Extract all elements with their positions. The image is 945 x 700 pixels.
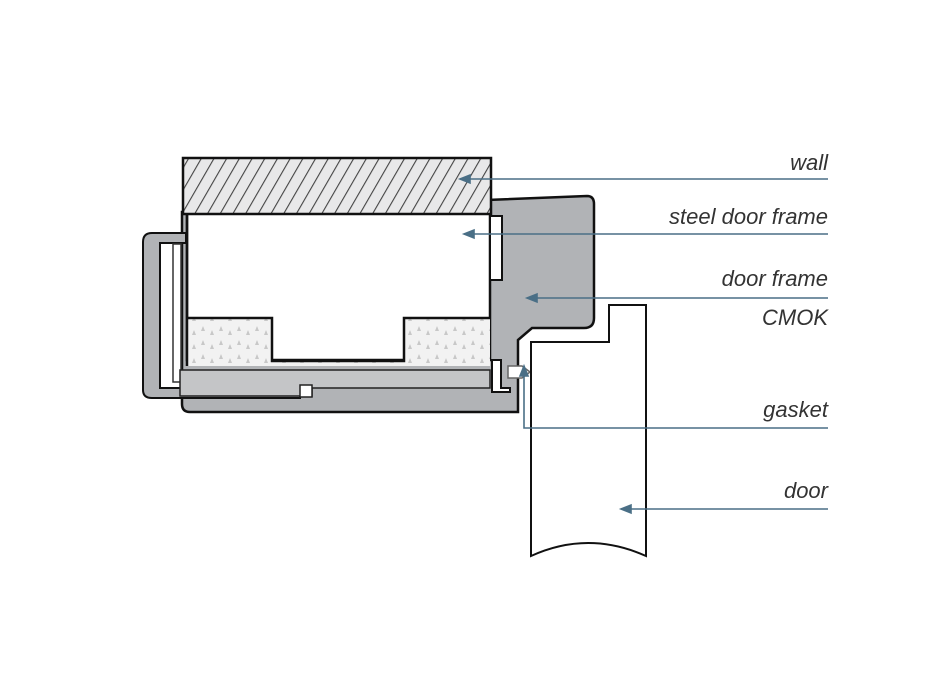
label-brand: CMOK bbox=[762, 305, 829, 330]
channel-notch bbox=[299, 384, 313, 398]
wall-section bbox=[181, 156, 493, 216]
arrow-gasket bbox=[518, 363, 530, 377]
label-steel-door-frame: steel door frame bbox=[669, 204, 828, 229]
steel-frame-bottom-profile bbox=[187, 316, 490, 363]
arrow-steel-door-frame bbox=[461, 228, 475, 240]
arrow-wall bbox=[457, 173, 471, 185]
label-door-frame: door frame bbox=[722, 266, 828, 291]
label-door: door bbox=[784, 478, 830, 503]
door-leaf bbox=[530, 304, 647, 558]
label-wall: wall bbox=[790, 150, 829, 175]
label-gasket: gasket bbox=[763, 397, 829, 422]
arrow-door bbox=[618, 503, 632, 515]
foam-insulation bbox=[187, 318, 490, 366]
steel-frame-tab bbox=[489, 215, 503, 281]
frame-stop-leg bbox=[491, 359, 511, 393]
leader-gasket bbox=[523, 368, 828, 429]
arrow-door-frame bbox=[524, 292, 538, 304]
architrave-slot bbox=[172, 243, 182, 383]
